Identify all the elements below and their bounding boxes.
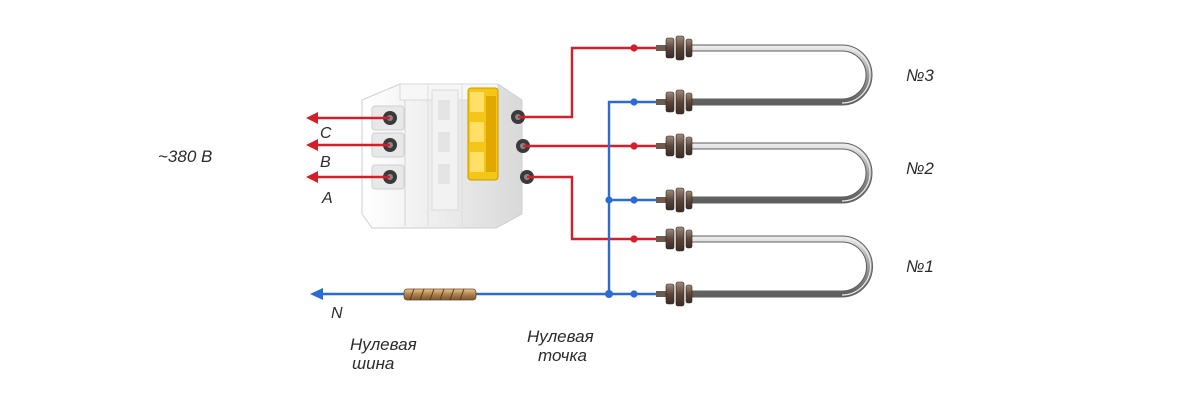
phase-input-wires: [316, 116, 390, 179]
heater-label-3: №3: [906, 66, 934, 85]
heating-element-icon: [686, 44, 873, 106]
circuit-breaker-icon: [361, 83, 534, 229]
phase-junction-dots: [630, 44, 638, 243]
heater-terminal-icon: [656, 281, 693, 307]
neutral-point-label-line2: точка: [538, 346, 587, 365]
heater-label-2: №2: [906, 159, 934, 178]
heater-label-1: №1: [906, 257, 934, 276]
heater-terminal-icon: [656, 187, 693, 213]
heater-terminal-icon: [656, 89, 693, 115]
phase-output-wires: [518, 46, 660, 241]
phase-label-c: C: [320, 125, 332, 142]
neutral-point-label-line1: Нулевая: [527, 327, 594, 346]
heater-terminals: [656, 35, 693, 307]
neutral-arrowhead: [310, 288, 323, 300]
neutral-junction-dots: [605, 98, 638, 298]
phase-label-a: A: [321, 190, 333, 207]
neutral-label: N: [331, 305, 343, 322]
heating-element-icon: [686, 235, 873, 298]
heater-terminal-icon: [656, 133, 693, 159]
heater-terminal-icon: [656, 226, 693, 252]
phase-label-b: B: [320, 154, 331, 171]
neutral-bus-label-line2: шина: [352, 354, 394, 373]
neutral-bus-label-line1: Нулевая: [350, 335, 417, 354]
heating-element-icon: [686, 142, 873, 204]
heater-terminal-icon: [656, 35, 693, 61]
breaker-handle: [467, 87, 499, 181]
phase-arrowheads: [306, 112, 318, 183]
voltage-label: ~380 В: [158, 147, 212, 166]
neutral-bus-icon: [403, 288, 477, 301]
